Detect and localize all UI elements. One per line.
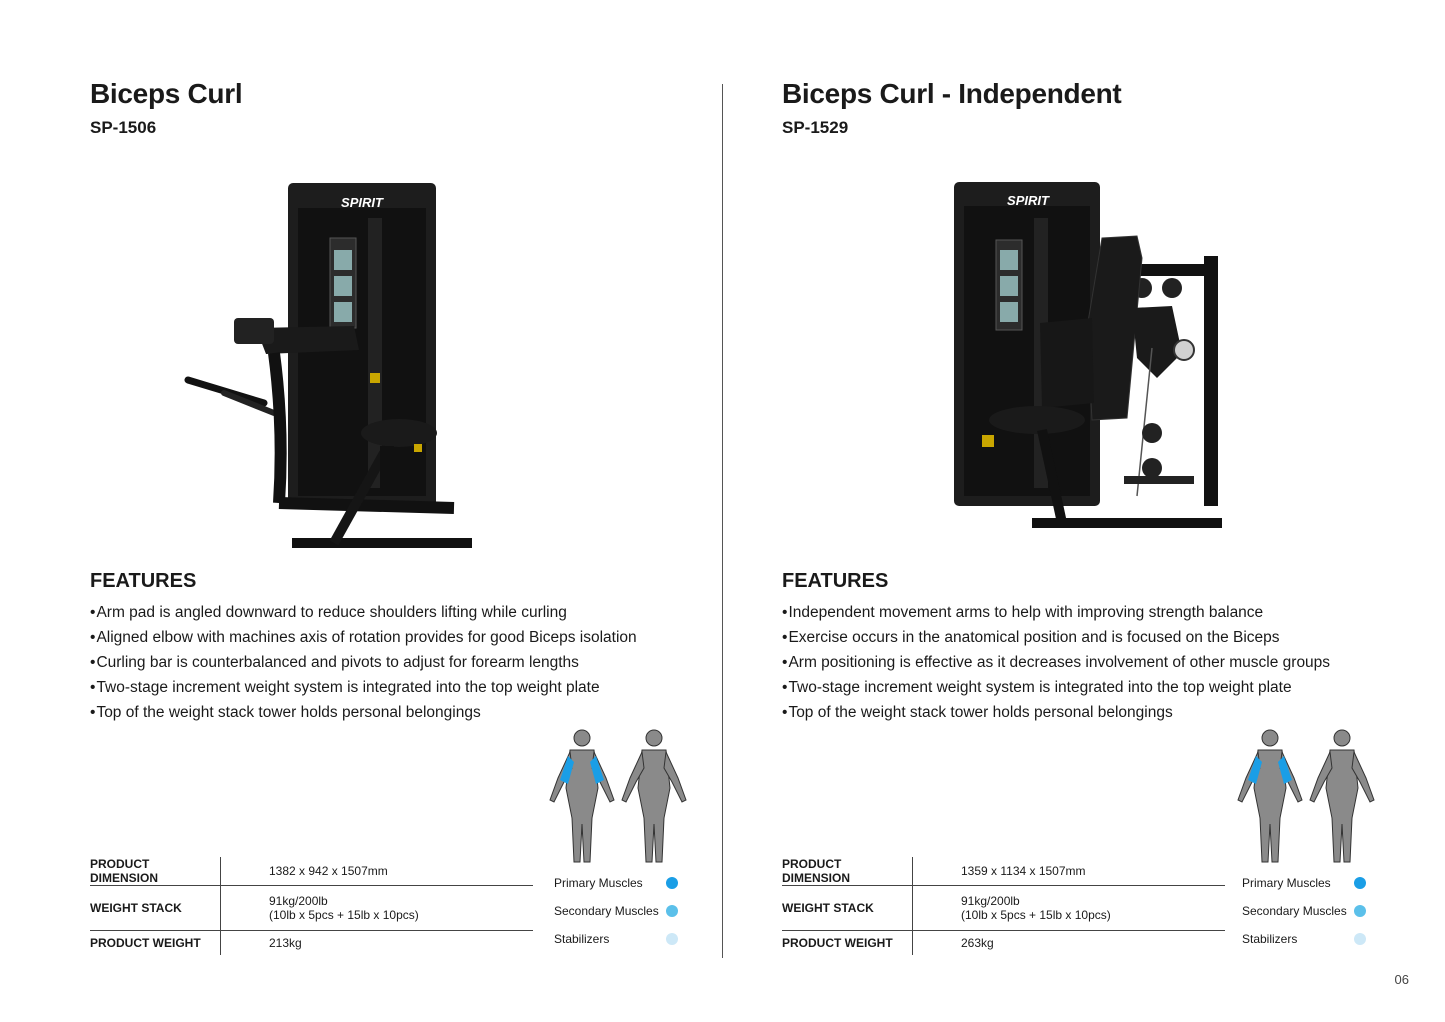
product-model: SP-1506 <box>90 118 157 137</box>
brand-logo: SPIRIT <box>1007 193 1050 208</box>
spec-value: 91kg/200lb (10lb x 5pcs + 15lb x 10pcs) <box>220 885 533 931</box>
spec-value-line: 91kg/200lb <box>269 894 328 908</box>
spec-value-line: (10lb x 5pcs + 15lb x 10pcs) <box>961 908 1111 922</box>
feature-item: Exercise occurs in the anatomical positi… <box>782 625 1330 650</box>
legend-secondary-label: Secondary Muscles <box>1242 904 1347 918</box>
legend-primary-label: Primary Muscles <box>554 876 643 890</box>
feature-item: Two-stage increment weight system is int… <box>90 675 637 700</box>
feature-item: Curling bar is counterbalanced and pivot… <box>90 650 637 675</box>
muscle-diagram <box>549 729 687 863</box>
legend-stabilizers-dot <box>666 933 678 945</box>
spec-value: 91kg/200lb (10lb x 5pcs + 15lb x 10pcs) <box>912 885 1225 931</box>
legend-secondary-label: Secondary Muscles <box>554 904 659 918</box>
legend-primary-dot <box>666 877 678 889</box>
feature-item: Arm pad is angled downward to reduce sho… <box>90 600 637 625</box>
product-title: Biceps Curl <box>90 78 243 109</box>
product-biceps-curl-independent: Biceps Curl - Independent SP-1529 SPIRIT… <box>782 0 1422 1022</box>
product-biceps-curl: Biceps Curl SP-1506 SPIRIT FEATURES Arm … <box>90 0 730 1022</box>
primary-muscle-highlight <box>1278 756 1292 784</box>
features-list: Arm pad is angled downward to reduce sho… <box>90 600 637 725</box>
legend-primary-dot <box>1354 877 1366 889</box>
spec-value: 263kg <box>912 930 1225 955</box>
spec-value: 213kg <box>220 930 533 955</box>
spec-table: PRODUCT DIMENSION 1382 x 942 x 1507mm WE… <box>90 857 533 955</box>
spec-value: 1382 x 942 x 1507mm <box>220 857 533 886</box>
muscle-legend: Primary Muscles Secondary Muscles Stabil… <box>554 874 678 958</box>
feature-item: Top of the weight stack tower holds pers… <box>90 700 637 725</box>
spec-label: WEIGHT STACK <box>90 885 221 931</box>
legend-secondary-dot <box>666 905 678 917</box>
legend-stabilizers-dot <box>1354 933 1366 945</box>
brand-logo: SPIRIT <box>341 195 384 210</box>
column-divider <box>722 84 723 958</box>
page-number: 06 <box>1394 972 1409 987</box>
spec-label: PRODUCT DIMENSION <box>90 857 221 886</box>
primary-muscle-highlight <box>590 756 604 784</box>
product-title: Biceps Curl - Independent <box>782 78 1122 109</box>
machine-image: SPIRIT <box>184 183 472 548</box>
features-list: Independent movement arms to help with i… <box>782 600 1330 725</box>
features-heading: FEATURES <box>90 570 197 592</box>
spec-table: PRODUCT DIMENSION 1359 x 1134 x 1507mm W… <box>782 857 1225 955</box>
spec-label: PRODUCT WEIGHT <box>782 936 893 950</box>
product-model: SP-1529 <box>782 118 849 137</box>
legend-secondary-dot <box>1354 905 1366 917</box>
legend-stabilizers-label: Stabilizers <box>554 932 610 946</box>
feature-item: Arm positioning is effective as it decre… <box>782 650 1330 675</box>
feature-item: Top of the weight stack tower holds pers… <box>782 700 1330 725</box>
legend-primary-label: Primary Muscles <box>1242 876 1331 890</box>
spec-value-line: (10lb x 5pcs + 15lb x 10pcs) <box>269 908 419 922</box>
spec-label: WEIGHT STACK <box>782 885 913 931</box>
features-heading: FEATURES <box>782 570 889 592</box>
primary-muscle-highlight <box>560 756 574 784</box>
spec-value-line: 91kg/200lb <box>961 894 1020 908</box>
feature-item: Aligned elbow with machines axis of rota… <box>90 625 636 650</box>
muscle-legend: Primary Muscles Secondary Muscles Stabil… <box>1242 874 1366 958</box>
feature-item: Independent movement arms to help with i… <box>782 600 1330 625</box>
spec-label: PRODUCT DIMENSION <box>782 857 913 886</box>
spec-label: PRODUCT WEIGHT <box>90 936 201 950</box>
muscle-diagram <box>1237 729 1375 863</box>
machine-image: SPIRIT <box>954 182 1222 528</box>
primary-muscle-highlight <box>1248 756 1262 784</box>
spec-value: 1359 x 1134 x 1507mm <box>912 857 1225 886</box>
feature-item: Two-stage increment weight system is int… <box>782 675 1330 700</box>
legend-stabilizers-label: Stabilizers <box>1242 932 1298 946</box>
